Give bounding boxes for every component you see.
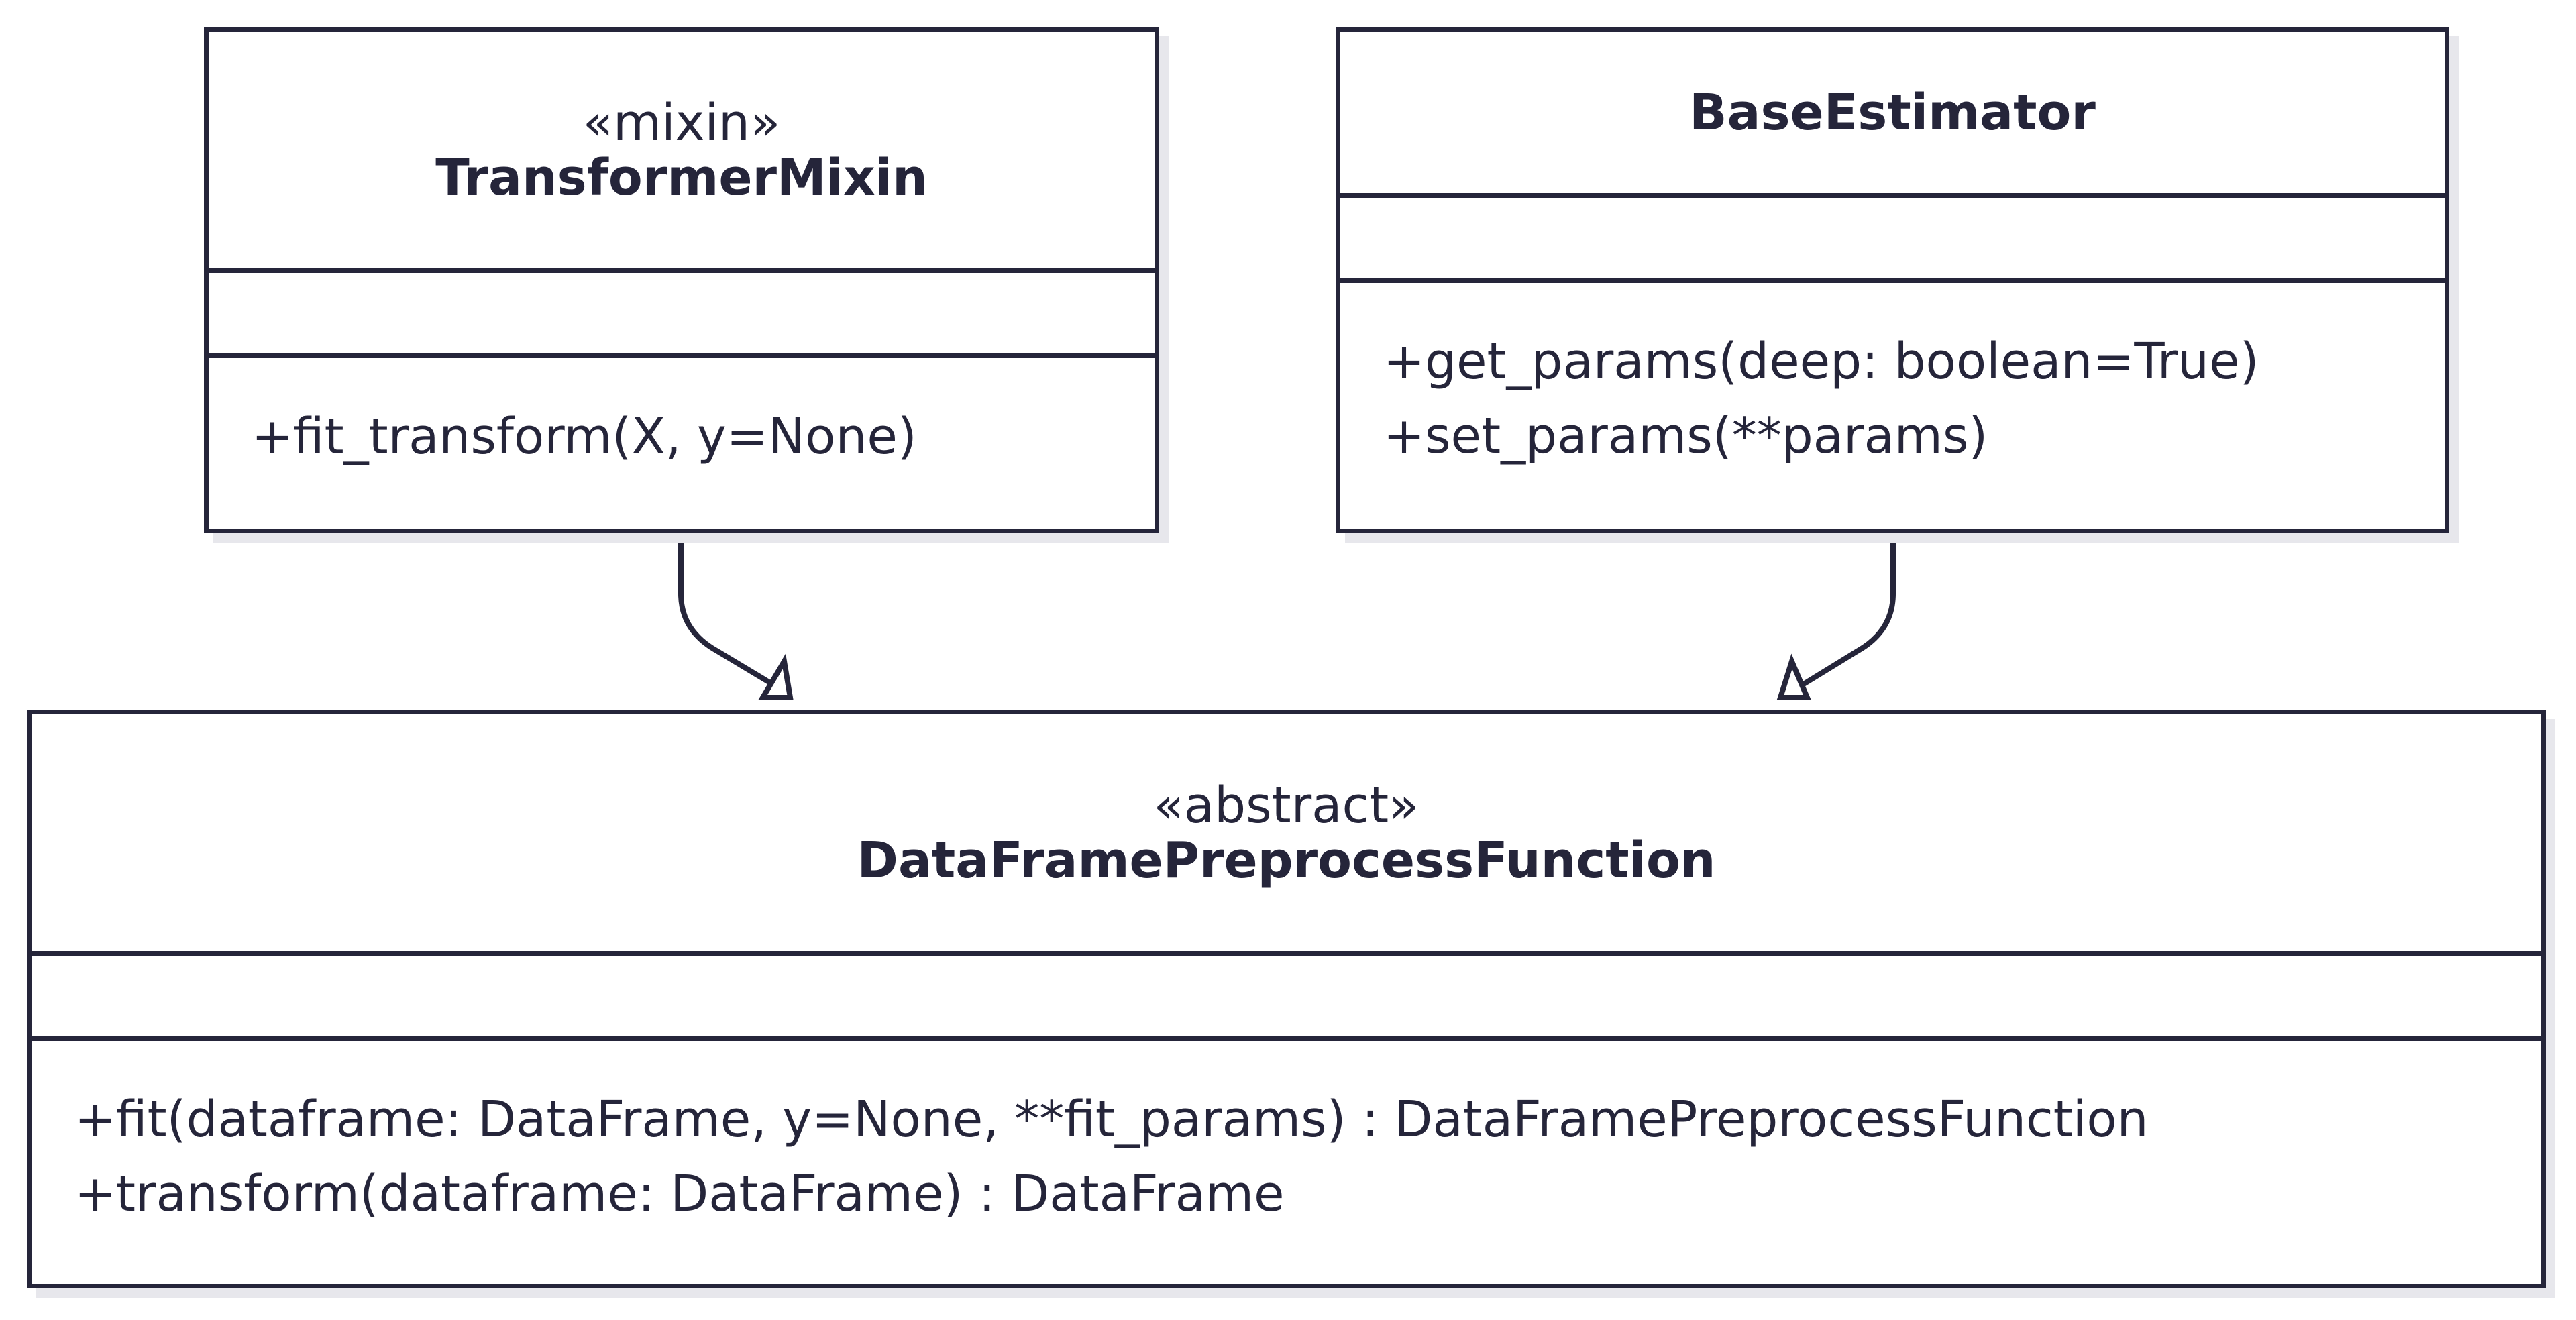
- class-header: BaseEstimator: [1340, 32, 2445, 193]
- method-fit-transform: +fit_transform(X, y=None): [252, 408, 917, 465]
- header-divider: [209, 268, 1155, 273]
- attributes-divider: [32, 1036, 2541, 1041]
- methods-compartment: +fit(dataframe: DataFrame, y=None, **fit…: [74, 1090, 2528, 1224]
- methods-compartment: +get_params(deep: boolean=True) +set_par…: [1383, 332, 2431, 466]
- attributes-divider: [209, 353, 1155, 358]
- class-box-transformermixin[interactable]: «mixin» TransformerMixin +fit_transform(…: [204, 27, 1159, 533]
- class-name: DataFramePreprocessFunction: [857, 831, 1716, 889]
- inheritance-arrowhead-transformermixin-icon: [757, 653, 794, 700]
- method-get-params: +get_params(deep: boolean=True): [1383, 333, 2259, 390]
- class-name: BaseEstimator: [1689, 83, 2096, 142]
- header-divider: [32, 951, 2541, 956]
- method-set-params: +set_params(**params): [1383, 406, 1988, 465]
- class-header: «abstract» DataFramePreprocessFunction: [32, 714, 2541, 951]
- inheritance-edge-baseestimator: [1797, 533, 1896, 690]
- class-box-dataframepreprocessfunction[interactable]: «abstract» DataFramePreprocessFunction +…: [27, 710, 2546, 1288]
- method-transform: +transform(dataframe: DataFrame) : DataF…: [74, 1164, 1285, 1223]
- attributes-divider: [1340, 278, 2445, 283]
- class-box-baseestimator[interactable]: BaseEstimator +get_params(deep: boolean=…: [1336, 27, 2449, 533]
- inheritance-arrowhead-baseestimator-icon: [1776, 653, 1812, 700]
- class-stereotype: «abstract»: [1153, 776, 1419, 834]
- class-header: «mixin» TransformerMixin: [209, 32, 1155, 268]
- inheritance-edge-transformermixin: [678, 533, 779, 690]
- methods-compartment: +fit_transform(X, y=None): [252, 407, 1141, 467]
- class-name: TransformerMixin: [435, 148, 928, 207]
- method-fit: +fit(dataframe: DataFrame, y=None, **fit…: [74, 1091, 2149, 1148]
- header-divider: [1340, 193, 2445, 198]
- class-stereotype: «mixin»: [582, 93, 781, 152]
